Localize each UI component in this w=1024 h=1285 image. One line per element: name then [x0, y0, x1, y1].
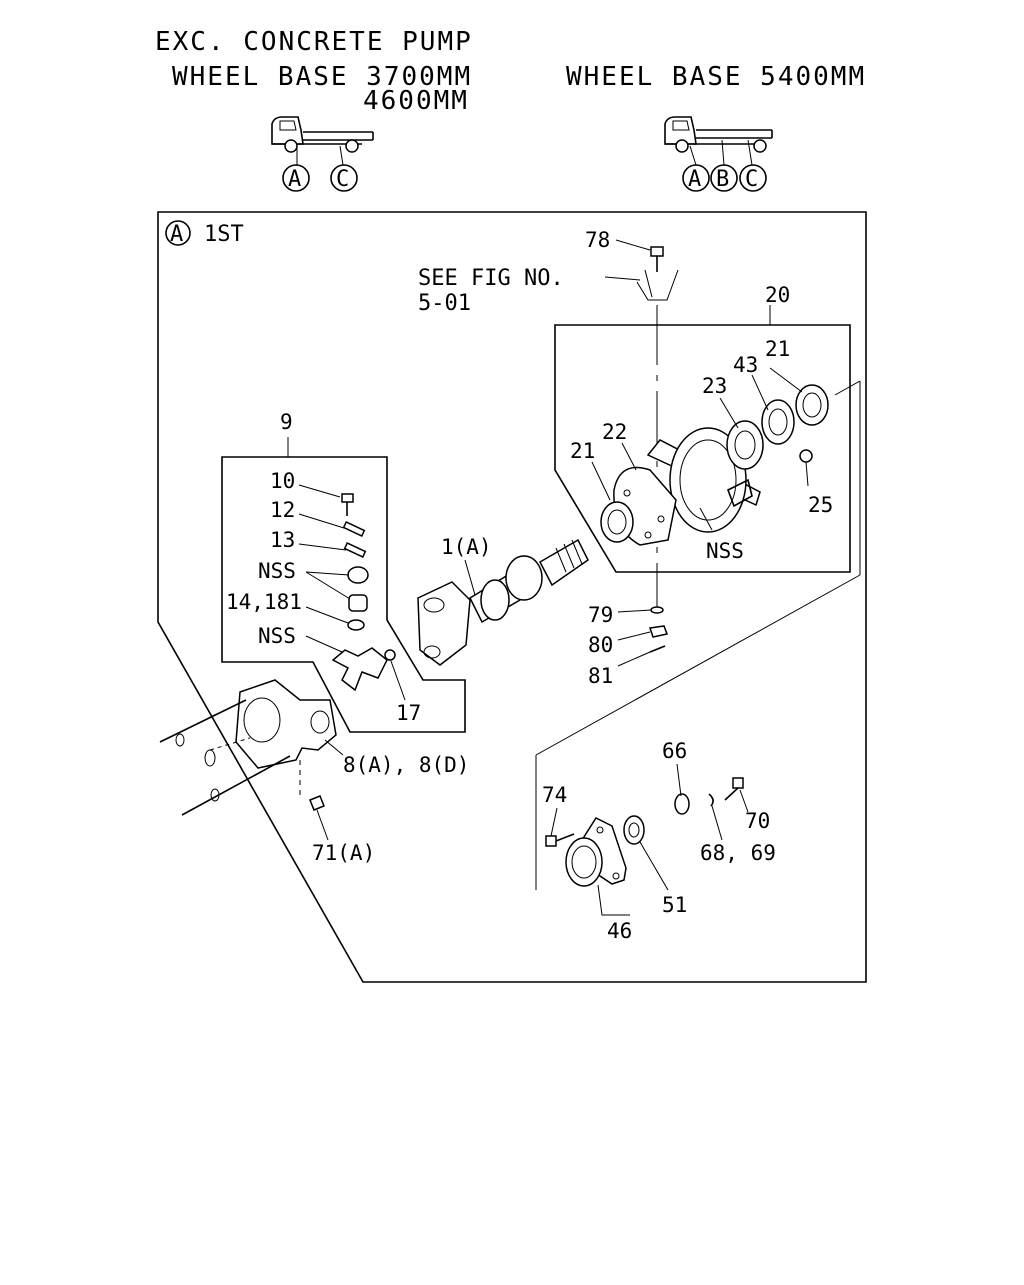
- bolt-70: [724, 777, 744, 801]
- seal-21-left: [600, 501, 634, 543]
- group-9-box: [221, 456, 466, 733]
- spacer-43: [761, 399, 795, 445]
- grease-nipple-17: [384, 649, 396, 661]
- pin-81: [649, 645, 666, 653]
- svg-text:A: A: [688, 167, 701, 192]
- marker-c-right: C: [739, 164, 767, 192]
- leader-lines: [298, 367, 809, 891]
- callout-25: 25: [808, 493, 833, 517]
- lock-plate-12: [342, 521, 366, 537]
- marker-a-left: A: [282, 164, 310, 192]
- see-fig-label: SEE FIG NO.: [418, 266, 564, 291]
- center-support-bracket: [646, 427, 761, 533]
- callout-22: 22: [602, 420, 627, 444]
- lock-plate-13: [343, 542, 367, 558]
- callout-74: 74: [542, 783, 567, 807]
- callout-1a: 1(A): [441, 535, 492, 559]
- washer-14: [347, 619, 365, 631]
- bolt-74: [545, 833, 575, 847]
- callout-10: 10: [270, 469, 295, 493]
- marker-b-right: B: [710, 164, 738, 192]
- svg-text:A: A: [170, 222, 183, 247]
- callout-21-right: 21: [765, 337, 790, 361]
- section-frame: [157, 211, 867, 983]
- marker-c-left: C: [330, 164, 358, 192]
- callout-81: 81: [588, 664, 613, 688]
- callout-43: 43: [733, 353, 758, 377]
- callout-nss-bracket: NSS: [706, 539, 744, 563]
- bearing-23: [726, 420, 764, 470]
- callout-14-181: 14,181: [226, 590, 302, 614]
- callout-9: 9: [280, 410, 293, 434]
- nut-51: [623, 815, 645, 845]
- callout-nss-spider: NSS: [258, 624, 296, 648]
- cap-nss: [347, 566, 369, 584]
- companion-flange-46: [565, 817, 627, 887]
- lock-washer-68: [708, 793, 714, 807]
- svg-text:A: A: [288, 167, 301, 192]
- callout-46: 46: [607, 919, 632, 943]
- spider-journal: [331, 647, 388, 692]
- section-marker: A: [165, 220, 191, 247]
- seal-21-right: [795, 384, 829, 426]
- shaft-tube: [159, 699, 291, 816]
- washer-66: [674, 793, 690, 815]
- wheelbase-left-second-label: 4600MM: [363, 86, 469, 116]
- flange-yoke-8: [235, 679, 337, 769]
- callout-79: 79: [588, 603, 613, 627]
- group-20-box: [554, 324, 851, 573]
- callout-68-69: 68, 69: [700, 841, 776, 865]
- truck-icon-right: [664, 116, 773, 166]
- nut-80: [649, 625, 669, 638]
- callout-23: 23: [702, 374, 727, 398]
- callout-70: 70: [745, 809, 770, 833]
- callout-nss-cap: NSS: [258, 559, 296, 583]
- callout-20: 20: [765, 283, 790, 307]
- header-title: EXC. CONCRETE PUMP: [155, 27, 473, 57]
- wheelbase-left-label: WHEEL BASE 3700MM: [172, 62, 472, 92]
- callout-13: 13: [270, 528, 295, 552]
- marker-a-right: A: [682, 164, 710, 192]
- bolt-78: [650, 246, 664, 272]
- callout-66: 66: [662, 739, 687, 763]
- callout-51: 51: [662, 893, 687, 917]
- truck-icon-left: [271, 116, 374, 166]
- svg-text:B: B: [716, 167, 729, 192]
- callout-78: 78: [585, 228, 610, 252]
- needle-bearing: [348, 594, 368, 612]
- propeller-shaft-1a: [417, 538, 589, 666]
- see-fig-number: 5-01: [418, 291, 471, 316]
- callout-80: 80: [588, 633, 613, 657]
- callout-71a: 71(A): [312, 841, 375, 865]
- callout-12: 12: [270, 498, 295, 522]
- nut-71a: [309, 795, 325, 811]
- callout-8: 8(A), 8(D): [343, 753, 469, 777]
- washer-79: [650, 606, 664, 614]
- callout-17: 17: [396, 701, 421, 725]
- svg-text:C: C: [745, 167, 758, 192]
- wheelbase-right-label: WHEEL BASE 5400MM: [566, 62, 866, 92]
- bolt-10: [341, 493, 354, 516]
- callout-21-left: 21: [570, 439, 595, 463]
- svg-text:C: C: [336, 167, 349, 192]
- nipple-25: [799, 449, 813, 463]
- section-title: 1ST: [204, 222, 244, 247]
